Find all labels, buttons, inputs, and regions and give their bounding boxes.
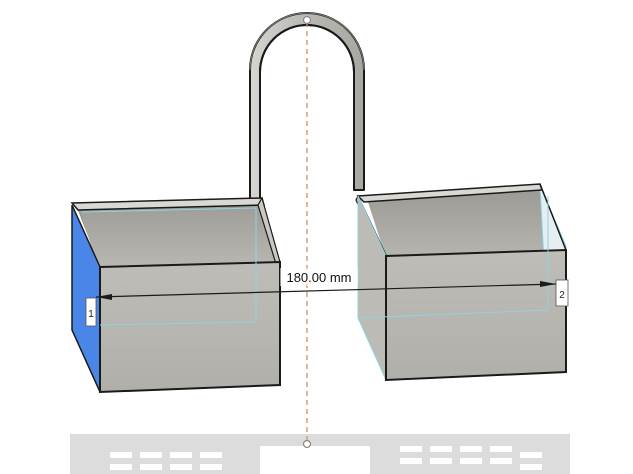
right-container-box[interactable] — [355, 183, 567, 382]
circle-point-icon[interactable] — [302, 15, 312, 25]
dimension-label-bg — [280, 268, 358, 286]
point-tag-2[interactable]: 2 — [555, 279, 569, 307]
arrowhead-icon — [540, 281, 556, 287]
point-1-label: 1 — [88, 309, 94, 320]
circle-point-icon[interactable] — [302, 439, 312, 449]
left-container-box[interactable] — [70, 196, 281, 394]
arrowhead-icon — [96, 294, 112, 300]
measurement-dimension[interactable]: 180.00 mm — [95, 268, 557, 300]
ground-shadow — [70, 430, 570, 474]
point-tag-1[interactable]: 1 — [85, 297, 97, 327]
point-2-label: 2 — [559, 290, 565, 301]
dimension-label[interactable]: 180.00 mm — [286, 270, 351, 285]
